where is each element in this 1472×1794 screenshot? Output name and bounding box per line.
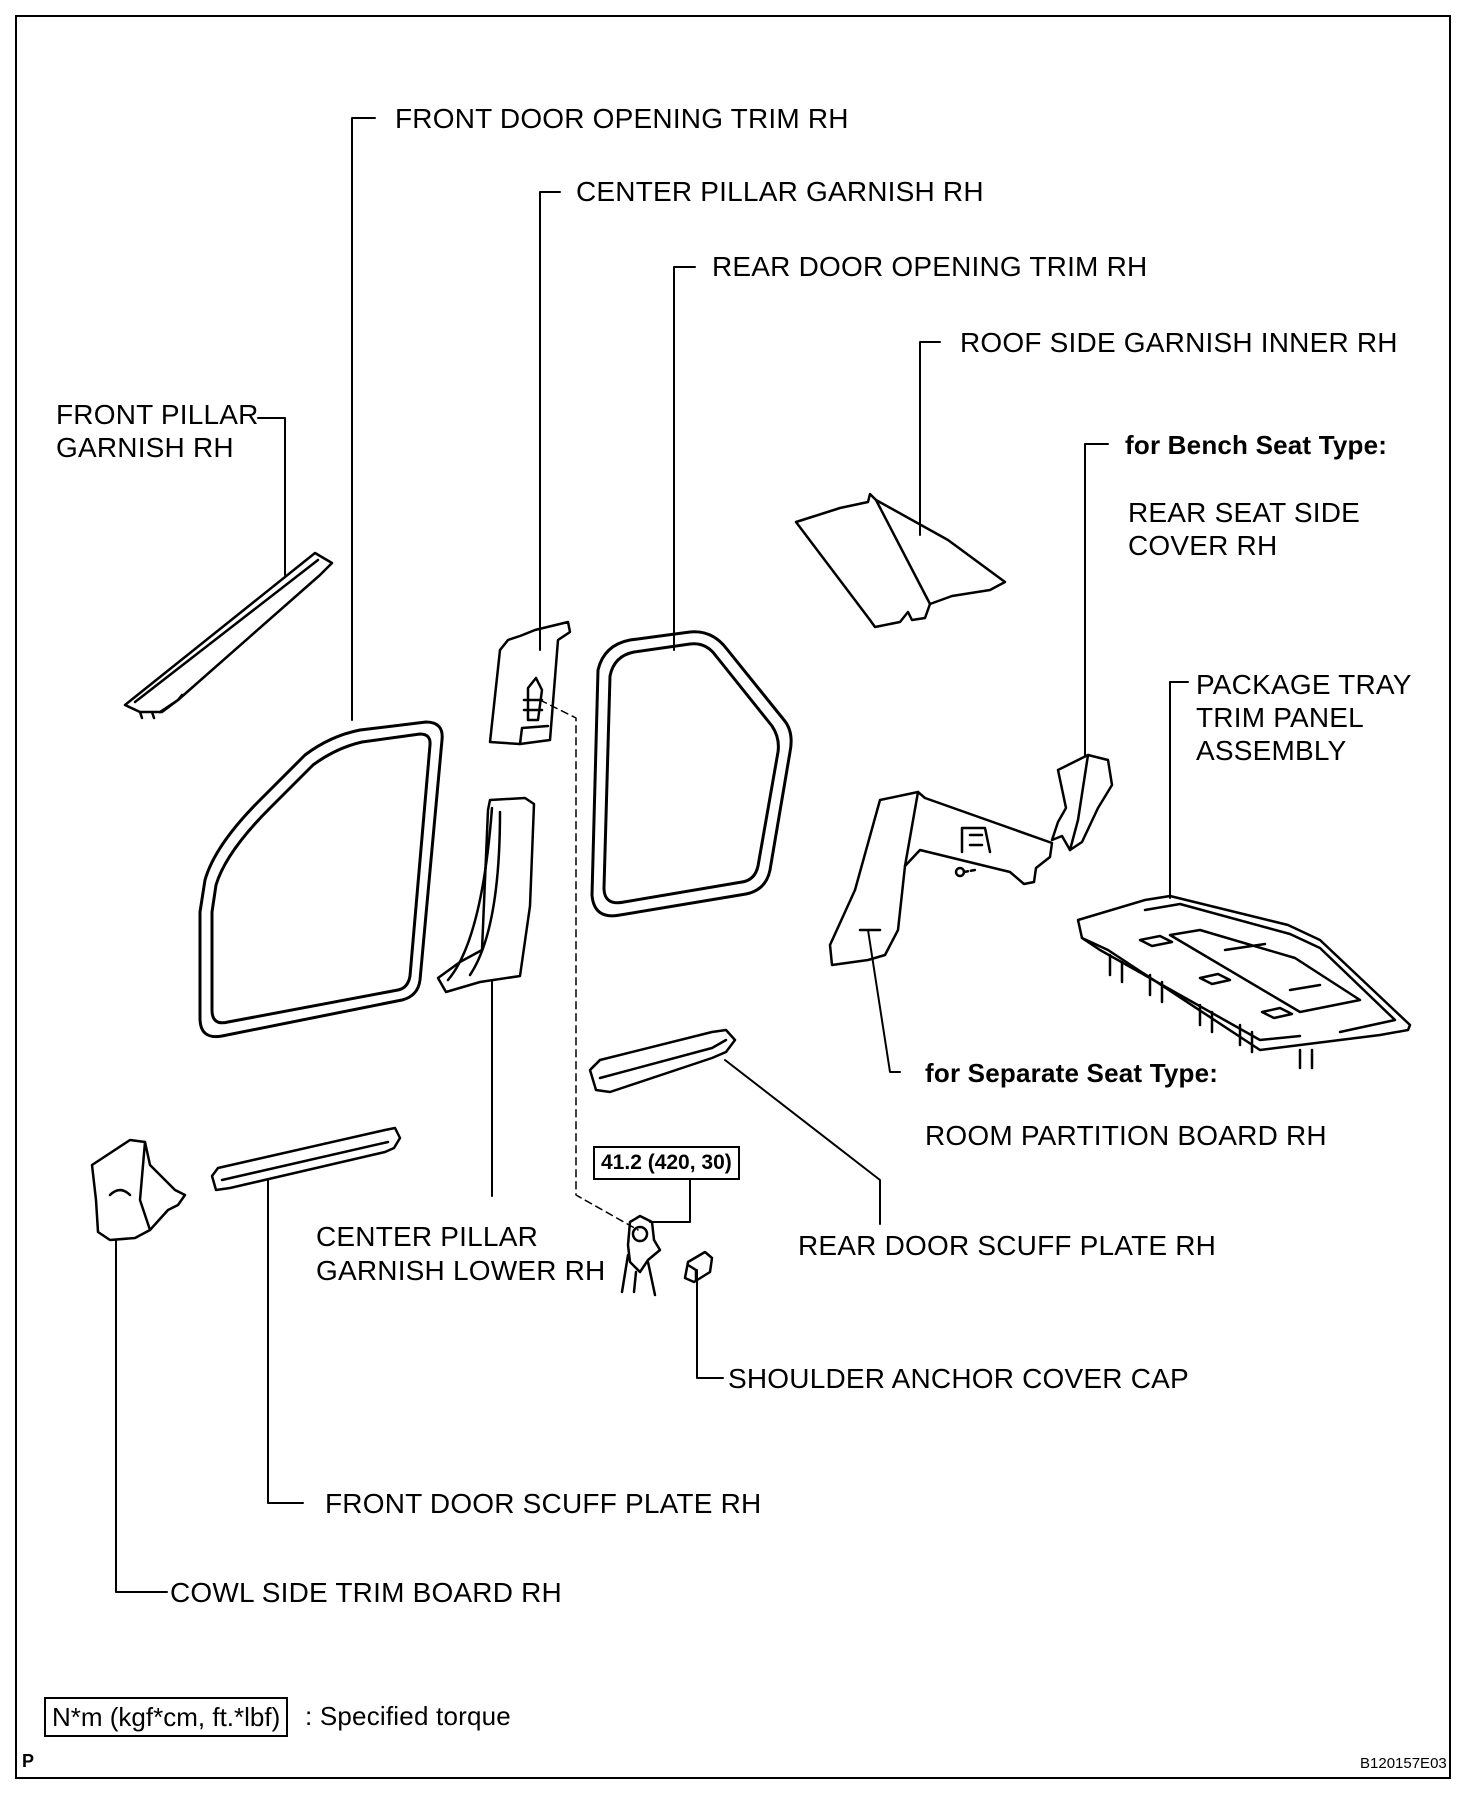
label-rear-seat-cover-line2: COVER RH bbox=[1128, 530, 1278, 561]
label-front-pillar-line1: FRONT PILLAR bbox=[56, 399, 259, 430]
leader-cowl-side bbox=[115, 1239, 168, 1593]
label-separate-seat-heading: for Separate Seat Type: bbox=[925, 1058, 1219, 1088]
leader-rear-door-opening-trim bbox=[673, 266, 696, 651]
bolt-dashed-line bbox=[539, 699, 639, 1231]
leader-center-pillar-garnish bbox=[539, 191, 561, 651]
leader-package-tray bbox=[1169, 681, 1189, 899]
leader-torque bbox=[649, 1173, 691, 1223]
front-door-scuff-plate-part bbox=[210, 1126, 402, 1192]
label-rear-seat-cover-line1: REAR SEAT SIDE bbox=[1128, 497, 1361, 528]
leader-front-pillar-garnish bbox=[257, 417, 286, 576]
leader-roof-side-garnish bbox=[919, 341, 941, 536]
shoulder-anchor-cover-cap-part bbox=[683, 1250, 714, 1284]
label-front-door-scuff: FRONT DOOR SCUFF PLATE RH bbox=[325, 1488, 762, 1519]
label-front-pillar-line2: GARNISH RH bbox=[56, 432, 234, 463]
label-center-pillar-lower-line2: GARNISH LOWER RH bbox=[316, 1255, 606, 1286]
leader-front-door-opening-trim bbox=[351, 117, 376, 721]
front-pillar-garnish-part bbox=[123, 551, 334, 720]
rear-door-scuff-plate-part bbox=[588, 1028, 737, 1094]
package-tray-trim-panel-part bbox=[1076, 894, 1412, 1070]
label-center-pillar-lower-line1: CENTER PILLAR bbox=[316, 1221, 538, 1252]
legend-specified-torque: : Specified torque bbox=[305, 1701, 511, 1731]
label-package-tray-line3: ASSEMBLY bbox=[1196, 735, 1347, 766]
center-pillar-garnish-part bbox=[488, 620, 572, 746]
label-cowl-side: COWL SIDE TRIM BOARD RH bbox=[170, 1577, 562, 1608]
label-rear-door-opening-trim: REAR DOOR OPENING TRIM RH bbox=[712, 251, 1148, 282]
front-door-opening-trim-part bbox=[198, 720, 444, 1039]
shoulder-anchor-bolt-part bbox=[620, 1214, 662, 1297]
label-center-pillar-garnish: CENTER PILLAR GARNISH RH bbox=[576, 176, 984, 207]
label-bench-seat-heading: for Bench Seat Type: bbox=[1125, 430, 1388, 460]
label-front-door-opening-trim: FRONT DOOR OPENING TRIM RH bbox=[395, 103, 849, 134]
figure-code: B120157E03 bbox=[1360, 1755, 1447, 1772]
label-shoulder-anchor: SHOULDER ANCHOR COVER CAP bbox=[728, 1363, 1189, 1394]
torque-spec-box: 41.2 (420, 30) bbox=[593, 1146, 740, 1180]
leader-front-door-scuff bbox=[267, 1179, 304, 1504]
diagram-frame bbox=[15, 15, 1451, 1779]
rear-door-opening-trim-part bbox=[590, 630, 793, 918]
roof-side-garnish-part bbox=[794, 492, 1007, 629]
leader-rear-seat-side-cover bbox=[1084, 443, 1109, 756]
label-rear-door-scuff: REAR DOOR SCUFF PLATE RH bbox=[798, 1230, 1217, 1261]
cowl-side-trim-board-part bbox=[90, 1138, 187, 1242]
label-package-tray-line2: TRIM PANEL bbox=[1196, 702, 1364, 733]
leader-shoulder-anchor bbox=[696, 1269, 724, 1379]
center-pillar-garnish-lower-part bbox=[436, 796, 536, 994]
label-room-partition: ROOM PARTITION BOARD RH bbox=[925, 1120, 1327, 1151]
label-package-tray-line1: PACKAGE TRAY bbox=[1196, 669, 1412, 700]
rear-seat-side-cover-part bbox=[1050, 753, 1114, 852]
corner-mark: P bbox=[22, 1751, 35, 1771]
legend-torque-unit-box: N*m (kgf*cm, ft.*lbf) bbox=[44, 1697, 289, 1737]
leader-room-partition bbox=[867, 929, 901, 1073]
leader-rear-door-scuff bbox=[724, 1059, 881, 1225]
label-roof-side-garnish: ROOF SIDE GARNISH INNER RH bbox=[960, 327, 1398, 358]
leader-lines bbox=[115, 117, 1189, 1593]
room-partition-board-part bbox=[828, 790, 1054, 967]
